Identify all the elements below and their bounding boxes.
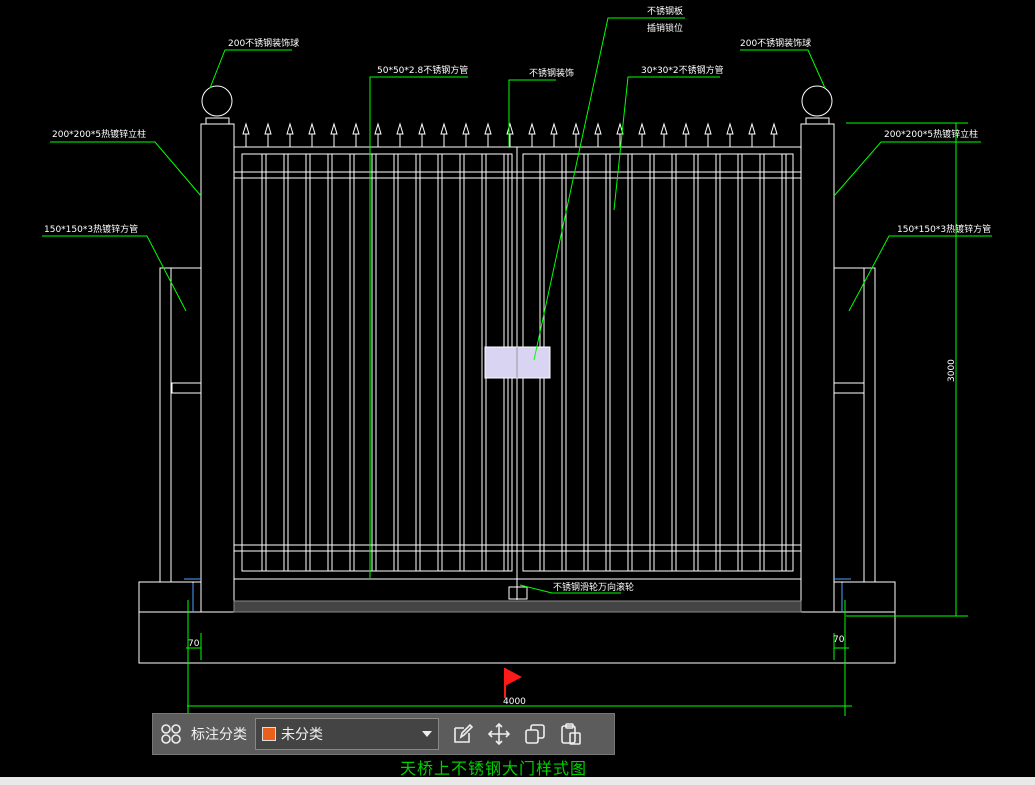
label-plate-line2: 插销锁位 — [647, 22, 683, 34]
drawing-title: 天桥上不锈钢大门样式图 — [400, 759, 588, 778]
paste-icon[interactable] — [553, 714, 589, 754]
spike-finial — [770, 122, 778, 135]
move-icon[interactable] — [481, 714, 517, 754]
right-footing — [841, 581, 896, 613]
label-side-tube-right: 150*150*3热镀锌方管 — [897, 223, 991, 235]
spike-finial — [638, 122, 646, 135]
spike-finial — [550, 122, 558, 135]
label-side-tube-left: 150*150*3热镀锌方管 — [44, 223, 138, 235]
spike-finial — [726, 122, 734, 135]
spike-finial — [682, 122, 690, 135]
right-post — [800, 123, 835, 613]
dimension-height: 3000 — [947, 359, 957, 382]
label-ball-left: 200不锈钢装饰球 — [228, 37, 299, 49]
category-dropdown[interactable]: 未分类 — [255, 718, 439, 750]
leader-lines — [42, 17, 992, 716]
label-post-right: 200*200*5热镀锌立柱 — [884, 128, 978, 140]
chevron-down-icon — [422, 731, 432, 737]
label-inner-tube: 30*30*2不锈钢方管 — [641, 64, 724, 76]
spike-finial — [660, 122, 668, 135]
left-post — [200, 123, 235, 613]
spike-finial — [308, 122, 316, 135]
spike-finial — [330, 122, 338, 135]
spike-finial — [462, 122, 470, 135]
spike-finial — [264, 122, 272, 135]
gate-structure — [138, 85, 896, 664]
spike-finial — [286, 122, 294, 135]
annotations: 200不锈钢装饰球 200不锈钢装饰球 200*200*5热镀锌立柱 200*2… — [44, 5, 991, 707]
spike-finial — [594, 122, 602, 135]
category-color-swatch — [262, 727, 276, 741]
flag-marker-icon[interactable] — [504, 668, 522, 698]
spike-finial — [704, 122, 712, 135]
grid-menu-icon[interactable] — [153, 714, 189, 754]
dimension-offset-left: 70 — [188, 639, 200, 649]
annotation-toolbar: 标注分类 未分类 — [152, 713, 615, 755]
foundation-slab — [138, 611, 896, 664]
spike-finial — [440, 122, 448, 135]
spike-finial — [352, 122, 360, 135]
status-strip — [0, 777, 1035, 785]
spike-finial — [506, 122, 514, 135]
ground-strip — [233, 600, 802, 613]
left-leaf — [241, 153, 513, 572]
right-leaf — [522, 153, 794, 572]
spike-finial — [748, 122, 756, 135]
spike-finial — [242, 122, 250, 135]
category-label: 标注分类 — [191, 727, 247, 743]
label-ball-right: 200不锈钢装饰球 — [740, 37, 811, 49]
label-main-tube: 50*50*2.8不锈钢方管 — [377, 64, 468, 76]
left-post-cap — [205, 117, 230, 125]
left-footing — [138, 581, 194, 613]
spike-finial — [572, 122, 580, 135]
spike-finial — [418, 122, 426, 135]
wheel — [508, 586, 528, 600]
right-post-cap — [805, 117, 830, 125]
label-plate-line1: 不锈钢板 — [647, 5, 683, 17]
dimension-offset-right: 70 — [833, 635, 845, 645]
spike-finial — [374, 122, 382, 135]
label-post-left: 200*200*5热镀锌立柱 — [52, 128, 146, 140]
right-side-tube — [833, 267, 876, 583]
left-side-tube — [159, 267, 202, 583]
spike-finial — [528, 122, 536, 135]
spike-finial — [484, 122, 492, 135]
category-dropdown-value: 未分类 — [281, 727, 323, 743]
dimension-width: 4000 — [503, 697, 526, 707]
spike-finial — [396, 122, 404, 135]
left-ball — [201, 85, 233, 117]
right-ball — [801, 85, 833, 117]
label-wheel: 不锈钢滑轮万向滚轮 — [553, 581, 634, 593]
copy-icon[interactable] — [517, 714, 553, 754]
label-ornament: 不锈钢装饰 — [529, 67, 574, 79]
edit-icon[interactable] — [445, 714, 481, 754]
